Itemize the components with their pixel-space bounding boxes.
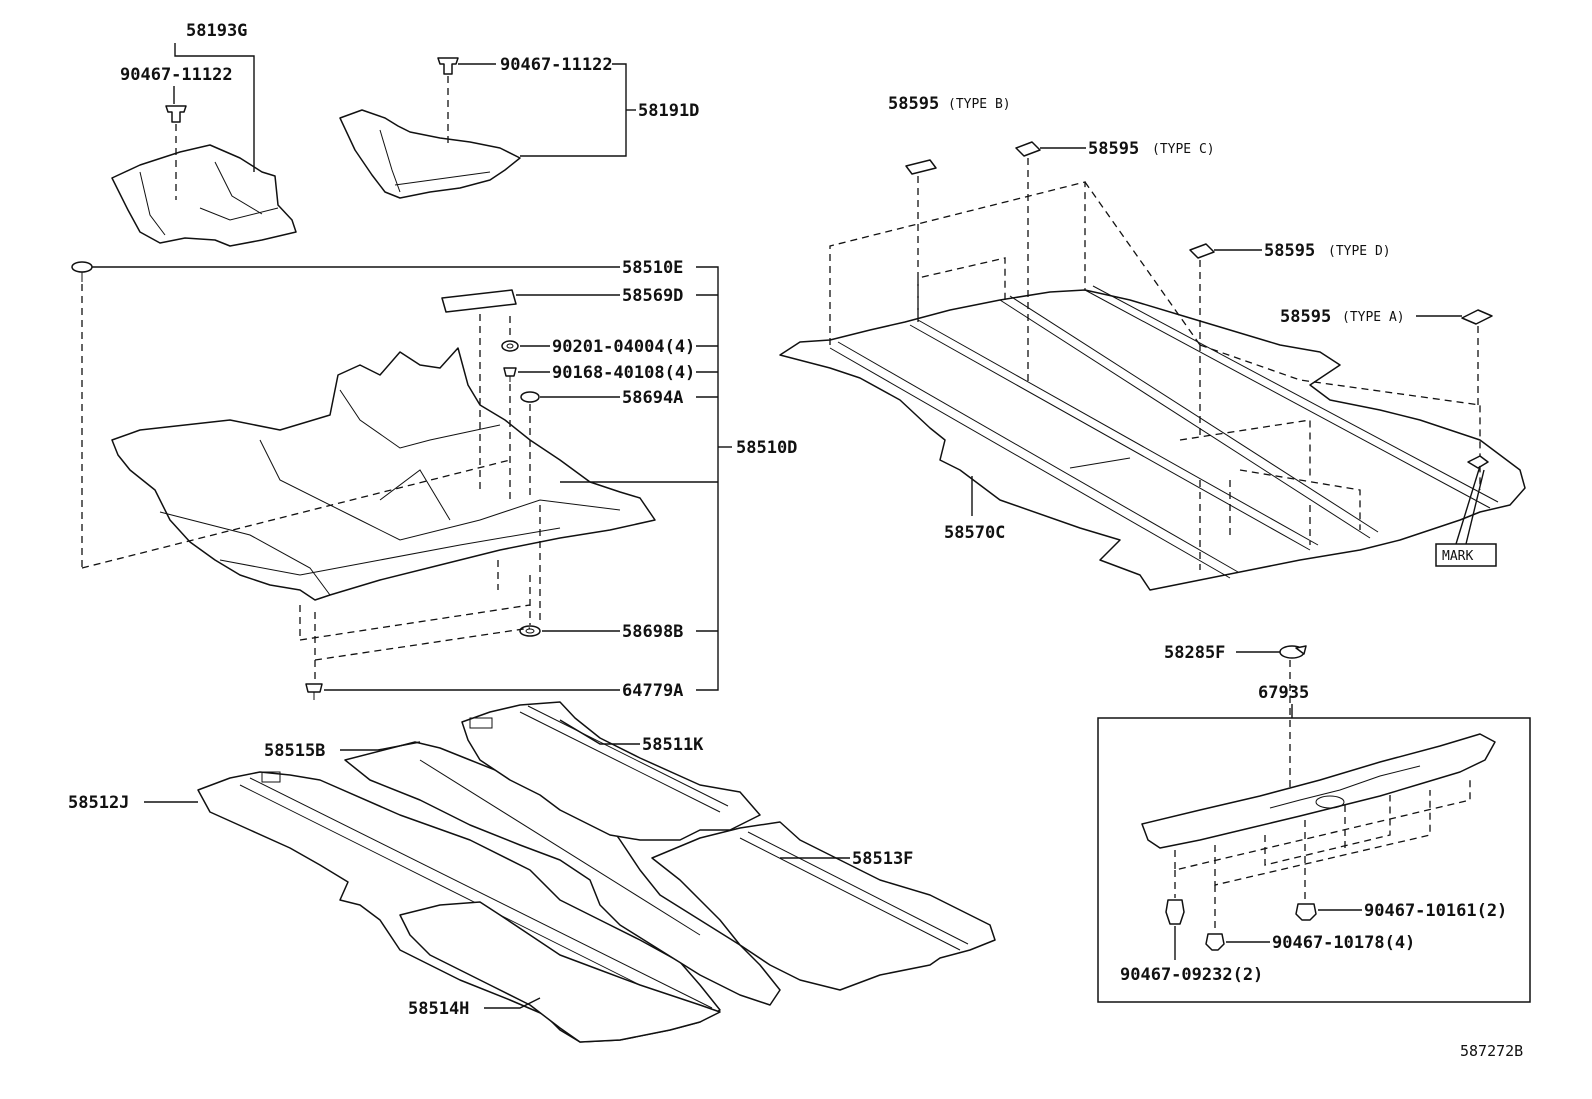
label-58570C: 58570C xyxy=(944,523,1005,543)
label-mark: MARK xyxy=(1442,549,1473,564)
label-58514H: 58514H xyxy=(408,999,469,1019)
mat-58511K xyxy=(461,701,761,841)
label-90168-40108: 90168-40108(4) xyxy=(552,363,695,383)
label-58694A: 58694A xyxy=(622,388,683,408)
label-58595-d: 58595 xyxy=(1264,241,1315,261)
label-90467-11122-b: 90467-11122 xyxy=(500,55,613,75)
label-64779A: 64779A xyxy=(622,681,683,701)
label-58285F: 58285F xyxy=(1164,643,1225,663)
tag-58595-type-b xyxy=(905,159,937,175)
label-58511K: 58511K xyxy=(642,735,704,755)
tag-58595-type-d xyxy=(1189,243,1215,259)
label-67935: 67935 xyxy=(1258,683,1309,703)
part-58191D-silencer xyxy=(339,109,521,199)
label-58191D: 58191D xyxy=(638,101,699,121)
clip-90467-11122-b xyxy=(437,57,459,75)
bolt-90168-40108 xyxy=(503,367,517,382)
label-58595-c: 58595 xyxy=(1088,139,1139,159)
label-58569D: 58569D xyxy=(622,286,683,306)
part-58570C-carpet xyxy=(779,285,1526,591)
label-type-c: (TYPE C) xyxy=(1152,142,1215,157)
label-90201-04004: 90201-04004(4) xyxy=(552,337,695,357)
washer-90201-04004 xyxy=(501,340,519,352)
label-type-d: (TYPE D) xyxy=(1328,244,1391,259)
clip-58694A xyxy=(520,391,540,403)
label-58515B: 58515B xyxy=(264,741,325,761)
label-58513F: 58513F xyxy=(852,849,913,869)
label-58595-b: 58595 xyxy=(888,94,939,114)
tag-58595-type-c xyxy=(1015,141,1041,157)
label-58510E: 58510E xyxy=(622,258,683,278)
mat-58514H xyxy=(399,901,721,1043)
catalog-number: 587272B xyxy=(1460,1042,1523,1060)
label-90467-10161: 90467-10161(2) xyxy=(1364,901,1507,921)
part-58510D-carpet xyxy=(111,347,656,601)
label-58510D: 58510D xyxy=(736,438,797,458)
label-58595-a: 58595 xyxy=(1280,307,1331,327)
pad-58569D xyxy=(441,289,517,313)
label-90467-11122-a: 90467-11122 xyxy=(120,65,233,85)
mat-58513F xyxy=(651,821,996,991)
clip-90467-09232 xyxy=(1165,899,1185,925)
assembly-box-67935 xyxy=(1097,717,1531,1003)
clip-58285F xyxy=(1279,645,1307,659)
mark-indicator: MARK xyxy=(1435,455,1497,567)
part-58193G-silencer xyxy=(111,144,297,247)
label-90467-09232: 90467-09232(2) xyxy=(1120,965,1263,985)
clip-90467-10178 xyxy=(1205,933,1225,951)
part-67935-scuff-plate xyxy=(1141,733,1496,849)
label-type-a: (TYPE A) xyxy=(1342,310,1405,325)
label-90467-10178: 90467-10178(4) xyxy=(1272,933,1415,953)
clip-90467-11122-a xyxy=(165,105,187,123)
clip-90467-10161 xyxy=(1295,903,1317,921)
clip-58698B xyxy=(519,625,541,637)
tag-58595-type-a xyxy=(1461,309,1493,325)
label-type-b: (TYPE B) xyxy=(948,97,1011,112)
clip-64779A xyxy=(305,683,323,700)
label-58193G: 58193G xyxy=(186,21,247,41)
label-58698B: 58698B xyxy=(622,622,683,642)
clip-58510E xyxy=(71,261,93,282)
label-58512J: 58512J xyxy=(68,793,129,813)
